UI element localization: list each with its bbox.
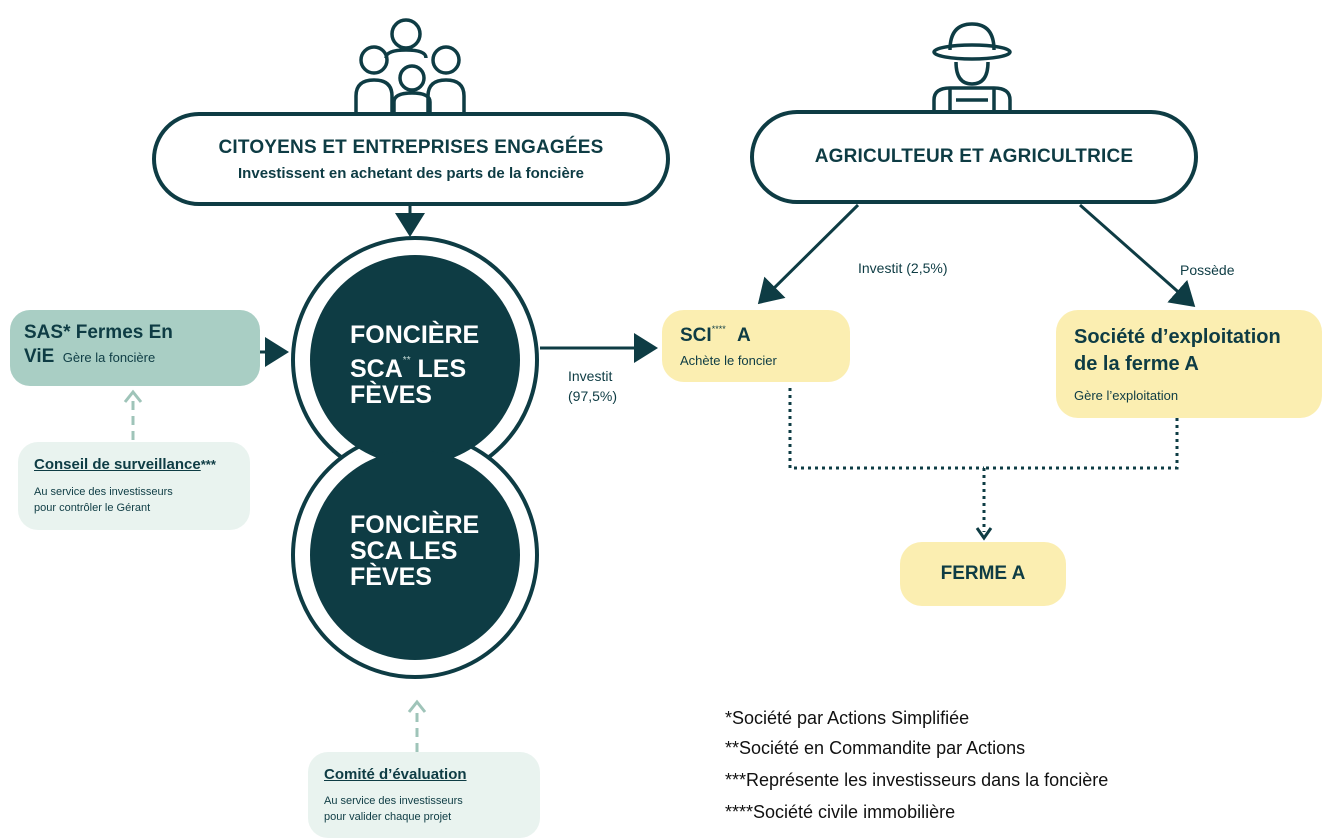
footnote-3: ***Représente les investisseurs dans la … [725, 770, 1109, 790]
sas-node: SAS* Fermes En ViE Gère la foncière [10, 310, 260, 386]
fonciere-bottom-disc [310, 450, 520, 660]
arrow-farmer-to-sci [757, 203, 860, 305]
ferme-node: FERME A [900, 542, 1066, 606]
conseil-node: Conseil de surveillance*** Au service de… [18, 442, 250, 530]
citizens-node: CITOYENS ET ENTREPRISES ENGAGÉES Investi… [152, 112, 670, 206]
fonciere-top-line3: FÈVES [350, 381, 432, 409]
fonciere-top-mark: ** [402, 355, 411, 366]
sas-title-line2: ViE [24, 346, 55, 367]
comite-desc-line2: pour valider chaque projet [324, 811, 452, 823]
comite-node: Comité d’évaluation Au service des inves… [308, 752, 540, 838]
dashed-arrowhead-sas [123, 389, 143, 403]
citizens-subtitle: Investissent en achetant des parts de la… [238, 164, 584, 182]
exploitation-node: Société d’exploitation de la ferme A Gèr… [1056, 310, 1322, 418]
comite-desc-line1: Au service des investisseurs [324, 795, 463, 807]
edge-label-investit-left-line2: (97,5%) [568, 388, 618, 404]
farmer-title: AGRICULTEUR ET AGRICULTRICE [814, 146, 1134, 167]
fonciere-top-line2: SCA [350, 355, 403, 383]
footnote-4: ****Société civile immobilière [725, 802, 956, 822]
arrow-farmer-to-exploitation [1079, 203, 1196, 307]
footnote-1: *Société par Actions Simplifiée [725, 708, 970, 728]
fonciere-bottom-line3: FÈVES [350, 563, 432, 591]
fonciere-bottom-label: FONCIÈRE SCA LES FÈVES [350, 512, 479, 590]
edge-label-possede: Possède [1180, 262, 1235, 278]
conseil-title: Conseil de surveillance [34, 456, 201, 473]
exploitation-subtitle: Gère l’exploitation [1074, 388, 1179, 403]
sci-subtitle: Achète le foncier [680, 353, 777, 368]
footnote-2: **Société en Commandite par Actions [725, 738, 1026, 758]
sci-title-end: A [736, 325, 751, 346]
sci-title: SCI [680, 325, 712, 346]
comite-title: Comité d’évaluation [324, 766, 467, 783]
fonciere-top-disc [310, 255, 520, 465]
citizens-title: CITOYENS ET ENTREPRISES ENGAGÉES [218, 136, 604, 158]
dotted-link-sci-ferme [788, 388, 984, 470]
fonciere-bottom-line2: SCA LES [350, 537, 458, 565]
group-people-icon [354, 18, 466, 116]
fonciere-top-line1: FONCIÈRE [350, 321, 480, 349]
conseil-title-mark: *** [200, 457, 216, 472]
ferme-title: FERME A [940, 563, 1026, 584]
dashed-arrowhead-fonciere [407, 699, 427, 713]
edge-label-investit-right: Investit (2,5%) [858, 260, 948, 276]
sas-subtitle: Gère la foncière [62, 350, 156, 365]
fonciere-bottom-line1: FONCIÈRE [350, 511, 480, 539]
fonciere-top-line2-end: LES [410, 355, 467, 383]
sci-node: SCI**** A Achète le foncier [662, 310, 850, 382]
edge-label-investit-left-line1: Investit [568, 368, 613, 384]
exploitation-title-line1: Société d’exploitation [1074, 326, 1281, 348]
fonciere-top-label: FONCIÈRE SCA** LES FÈVES [350, 322, 479, 408]
edge-label-investit-left: Investit (97,5%) [568, 366, 617, 406]
farmer-node: AGRICULTEUR ET AGRICULTRICE [750, 110, 1198, 204]
conseil-desc-line2: pour contrôler le Gérant [34, 502, 151, 514]
farmer-hat-icon [932, 22, 1012, 112]
sci-title-mark: **** [711, 324, 726, 334]
exploitation-title-line2: de la ferme A [1074, 353, 1199, 375]
sas-title-line1: SAS* Fermes En [24, 322, 173, 343]
conseil-desc-line1: Au service des investisseurs [34, 486, 173, 498]
dotted-arrowhead [975, 527, 993, 541]
dotted-link-exploitation-ferme [984, 418, 1179, 470]
